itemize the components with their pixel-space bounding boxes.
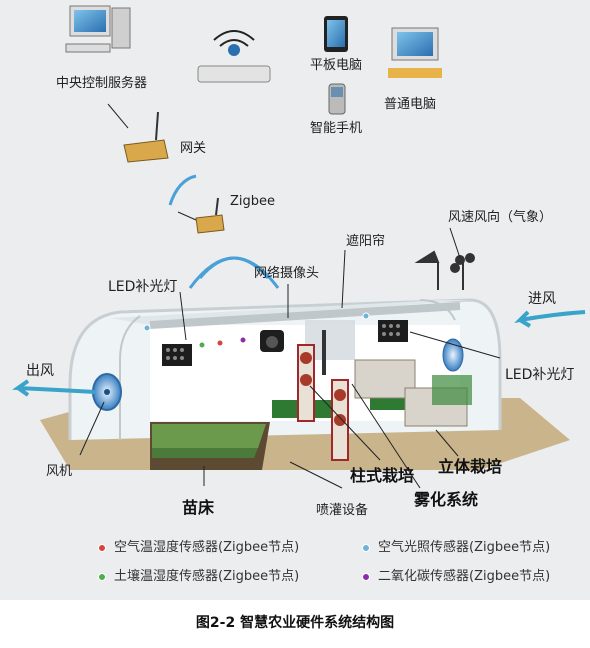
legend-dot-purple [362, 572, 370, 581]
label-zigbee: Zigbee [230, 194, 276, 209]
legend-text: 土壤温湿度传感器(Zigbee节点) [114, 569, 300, 584]
label-led-right: LED补光灯 [505, 367, 575, 383]
pc-device [388, 27, 442, 78]
weather-station [414, 250, 475, 290]
label-seedbed: 苗床 [182, 498, 215, 517]
greenhouse-sensor-dots [143, 312, 370, 349]
label-weather: 风速风向（气象） [448, 210, 553, 225]
column-cultivation [297, 330, 349, 461]
label-fan: 风机 [46, 464, 73, 479]
legend-dot-red [98, 543, 106, 552]
label-wind-out: 出风 [26, 363, 54, 379]
legend-air-temp-humidity: 空气温湿度传感器(Zigbee节点) [98, 536, 299, 555]
led-light-left [162, 344, 192, 366]
wind-in-arrow [514, 310, 586, 328]
label-server: 中央控制服务器 [56, 76, 148, 91]
legend-text: 空气光照传感器(Zigbee节点) [378, 540, 551, 555]
network-camera [260, 330, 284, 352]
label-mist: 雾化系统 [414, 490, 479, 509]
legend-air-light: 空气光照传感器(Zigbee节点) [362, 536, 550, 555]
wifi-router [197, 30, 271, 83]
legend-co2: 二氧化碳传感器(Zigbee节点) [362, 565, 550, 584]
smartphone-device [328, 83, 346, 115]
label-wind-in: 进风 [528, 291, 556, 307]
diagram-graphics [12, 5, 586, 489]
label-vertical: 立体栽培 [438, 457, 503, 476]
label-column: 柱式栽培 [350, 466, 415, 485]
label-camera: 网络摄像头 [254, 266, 320, 281]
wireless-waves [168, 174, 280, 289]
label-pc: 普通电脑 [384, 97, 437, 112]
connector-lines [79, 103, 501, 489]
legend-text: 空气温湿度传感器(Zigbee节点) [114, 540, 300, 555]
legend-dot-blue [362, 543, 370, 552]
label-phone: 智能手机 [310, 121, 363, 136]
seedbed [150, 422, 270, 470]
fan-right [442, 338, 464, 372]
figure-caption: 图2-2 智慧农业硬件系统结构图 [195, 615, 395, 631]
gateway-device [123, 111, 169, 163]
server-computer [65, 5, 131, 53]
legend-dot-green [98, 572, 106, 581]
zigbee-device [195, 197, 225, 234]
wind-out-arrow [12, 379, 96, 397]
tablet-device [324, 16, 348, 52]
vertical-shelves [354, 359, 472, 427]
label-tablet: 平板电脑 [310, 58, 363, 73]
legend-soil-temp-humidity: 土壤温湿度传感器(Zigbee节点) [98, 565, 299, 584]
diagram-canvas: 中央控制服务器 平板电脑 普通电脑 智能手机 网关 Zigbee 遮阳帘 风速风… [0, 0, 590, 600]
label-led-left: LED补光灯 [108, 279, 178, 295]
fan-left [92, 373, 122, 411]
led-light-right [378, 320, 408, 342]
label-gateway: 网关 [180, 141, 207, 156]
label-sprinkler: 喷灌设备 [316, 503, 369, 518]
label-shade: 遮阳帘 [346, 234, 386, 249]
legend-text: 二氧化碳传感器(Zigbee节点) [378, 569, 551, 584]
